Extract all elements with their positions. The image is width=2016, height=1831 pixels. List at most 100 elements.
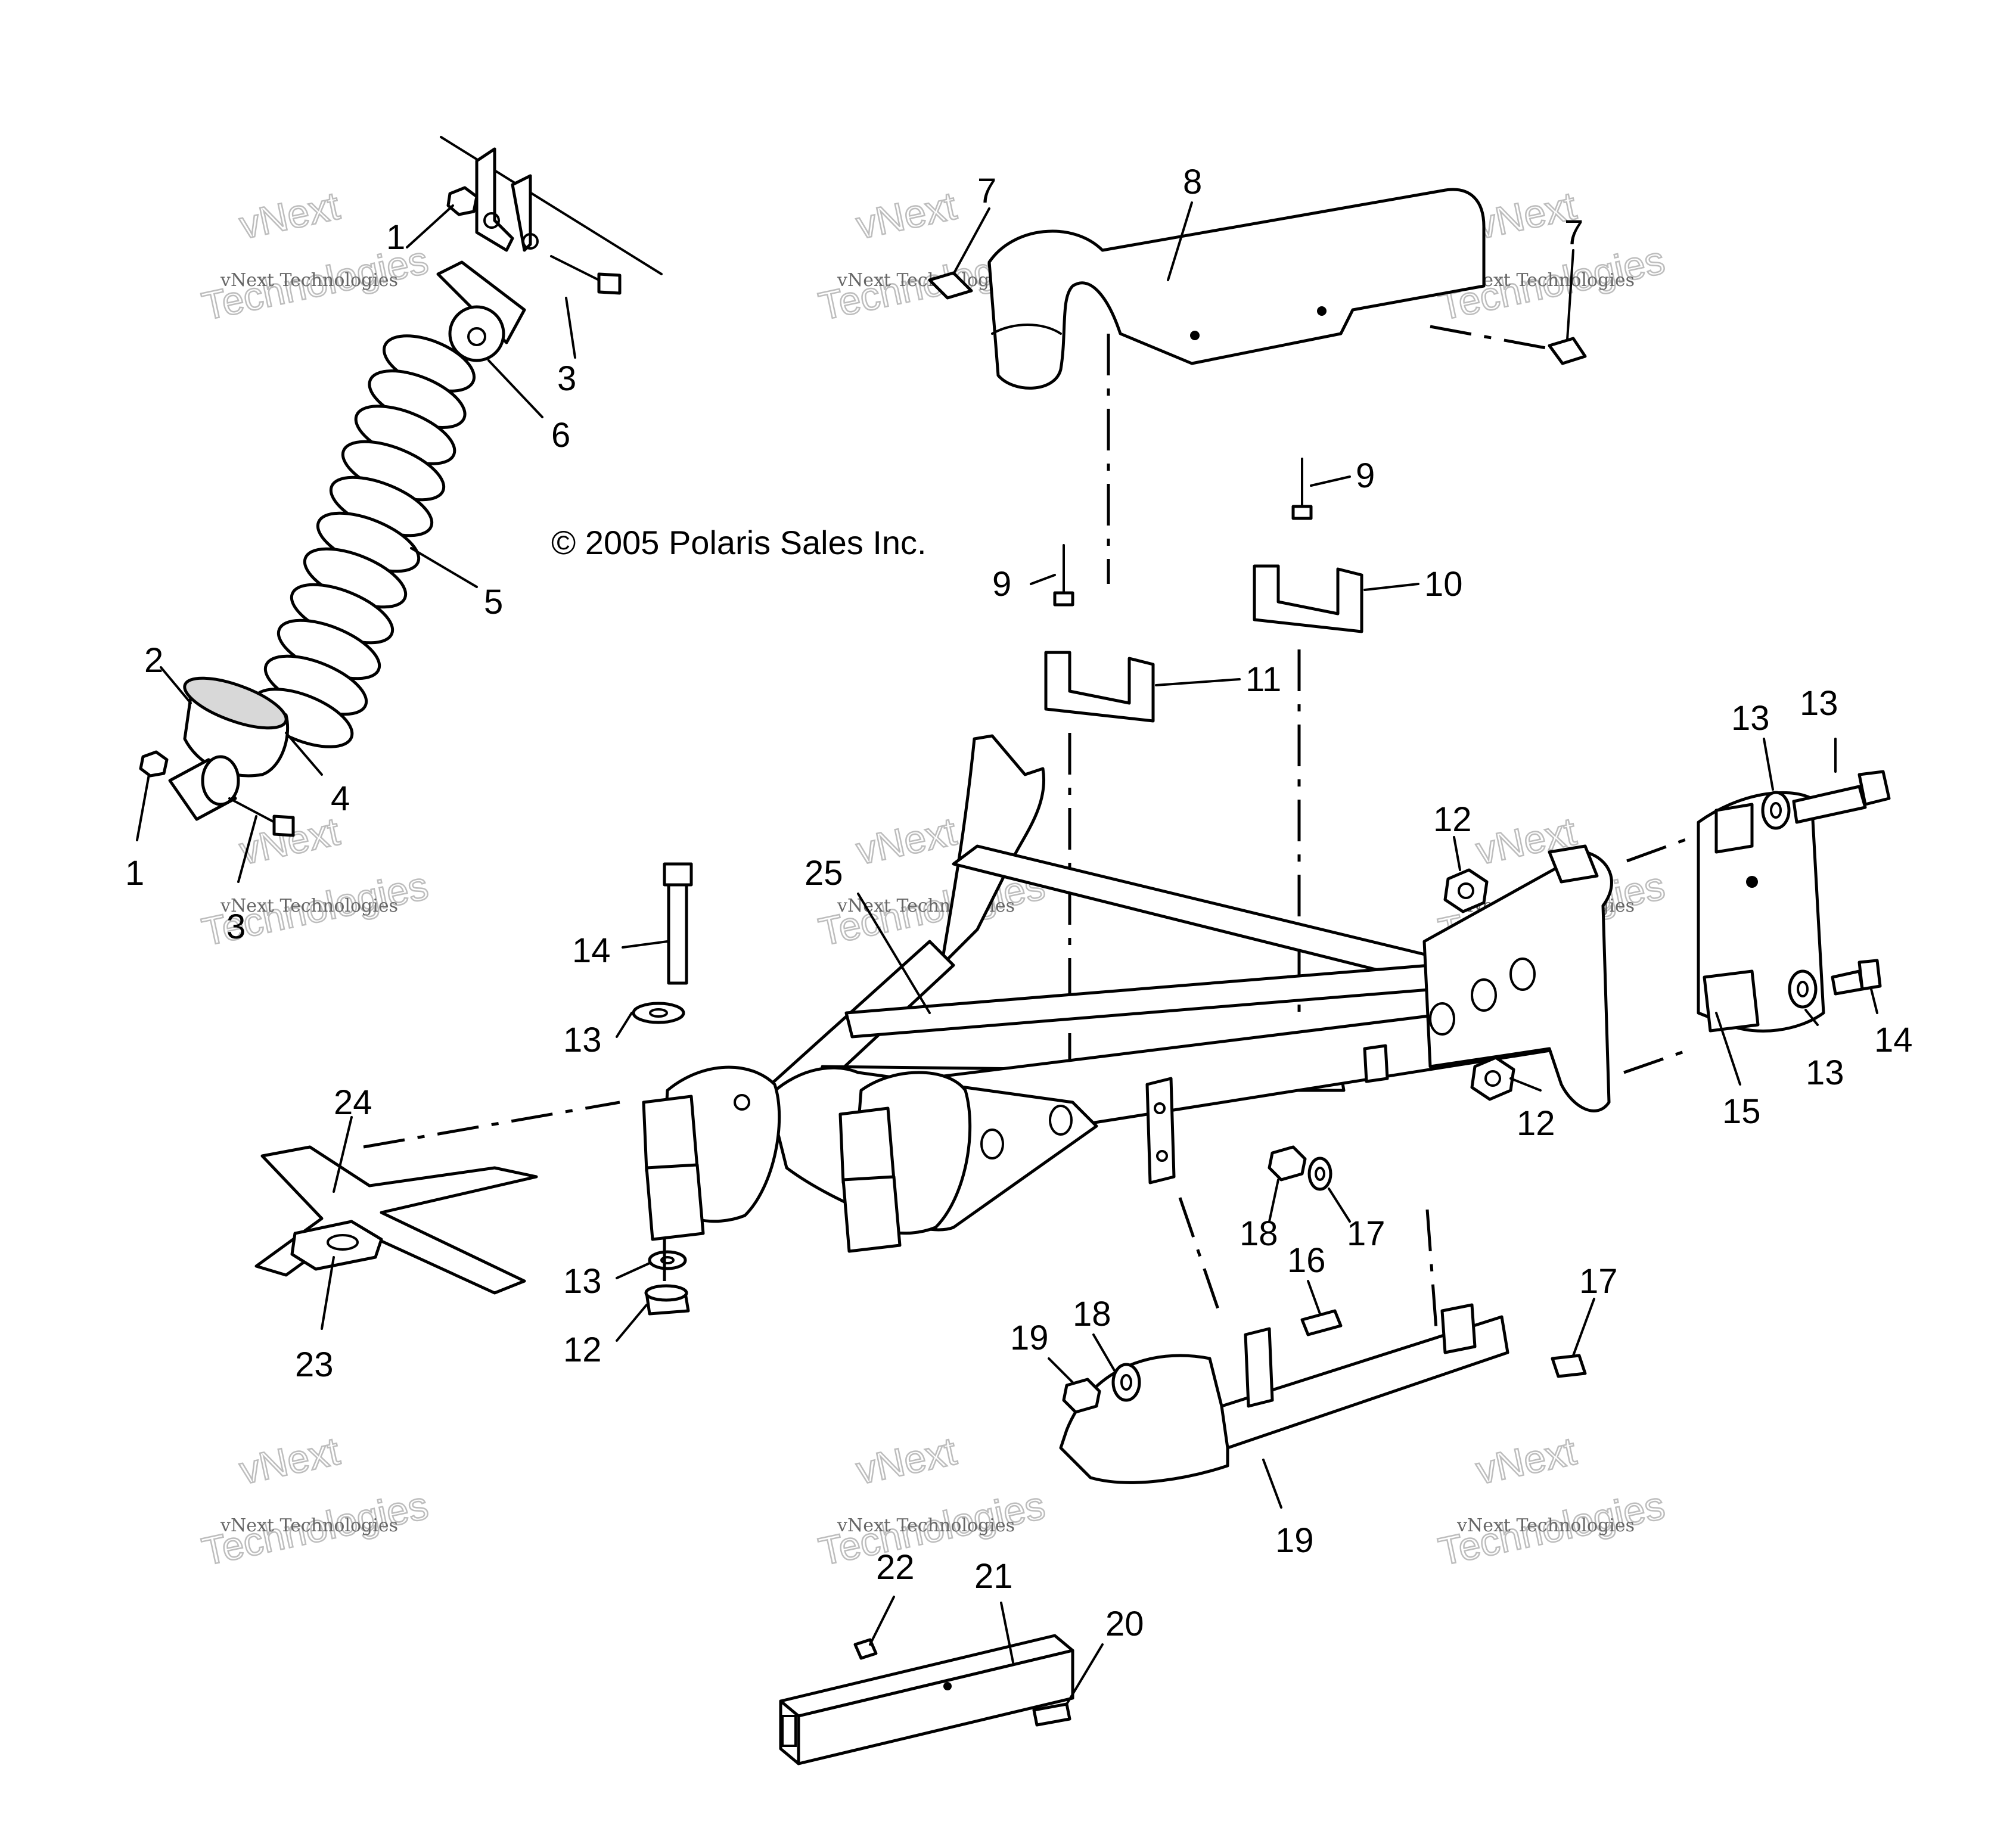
callout-13: 13 (1731, 699, 1770, 738)
gusset-hole (980, 1129, 1004, 1159)
gusset-hole (1429, 1002, 1455, 1036)
nut-23 (853, 1638, 878, 1660)
svg-text:vNext: vNext (236, 1429, 343, 1493)
callout-6: 6 (551, 416, 570, 455)
assembly-line (363, 1101, 620, 1149)
callout-5: 5 (484, 583, 503, 621)
bar-hole (943, 1682, 952, 1690)
bearing-tab-lower (841, 1175, 902, 1253)
gusset-hole (1471, 978, 1497, 1012)
bolt-15-shank (1831, 969, 1864, 996)
svg-text:vNext: vNext (853, 809, 960, 873)
bolt-14-right-shank (1792, 785, 1867, 824)
bolt-15-head (1857, 959, 1882, 991)
callout-3: 3 (226, 907, 246, 946)
callout-14: 14 (572, 931, 611, 970)
bar-side-face (797, 1649, 1074, 1765)
upper-eye-hole (467, 327, 486, 346)
cover-fold (991, 324, 1062, 335)
bracket-11 (1044, 651, 1155, 723)
bearing-tab-lower (645, 1163, 705, 1241)
svg-text:vNext Technologies: vNext Technologies (220, 270, 398, 291)
bracket-hole (522, 233, 539, 250)
bolt-7-right (1548, 337, 1587, 365)
callout-1: 1 (386, 218, 405, 257)
watermark: vNext Technologies vNext Technologies (197, 1428, 433, 1574)
nut-1-upper (446, 186, 479, 216)
callout-8: 8 (1183, 163, 1202, 201)
bolt-14-right-head (1857, 770, 1891, 806)
nut-19-upper (1268, 1145, 1307, 1182)
bolt-3-lower-head (272, 815, 295, 837)
skid-rail (1220, 1315, 1509, 1450)
assembly-line (1430, 325, 1550, 350)
callout-7: 7 (977, 172, 996, 210)
washer-18-lower (1111, 1363, 1141, 1402)
svg-text:vNext: vNext (236, 184, 343, 247)
svg-text:vNext Technologies: vNext Technologies (1456, 1515, 1635, 1536)
callout-26: 25 (804, 854, 843, 893)
svg-text:vNext Technologies: vNext Technologies (1456, 270, 1635, 291)
x-plate-25 (254, 1145, 538, 1295)
callout-19: 19 (1010, 1319, 1049, 1357)
bearing-cap-16 (1697, 791, 1825, 1033)
watermark: vNext Technologies vNext Technologies (1434, 1428, 1669, 1574)
upper-bracket (475, 147, 514, 252)
callout-20: 19 (1275, 1521, 1314, 1560)
screw-9-lower (1053, 544, 1074, 607)
frame-26 (642, 734, 1613, 1253)
lower-bracket-20 (1059, 1145, 1587, 1484)
gusset-hole (1049, 1105, 1073, 1136)
bolt-7-left (928, 271, 973, 300)
callout-22: 21 (974, 1557, 1013, 1596)
watermark: vNext Technologies vNext Technologies (814, 1428, 1049, 1574)
lower-eye-end (201, 755, 240, 806)
callout-19: 18 (1240, 1214, 1278, 1253)
bolt-17-upper (1300, 1309, 1343, 1336)
washer-13-right-top (1761, 791, 1791, 830)
screw-9-upper (1291, 458, 1313, 520)
right-hardware (1443, 770, 1891, 1101)
assembly-line (1425, 1209, 1438, 1329)
bearing-cap-tab-upper (1714, 803, 1754, 854)
svg-text:vNext: vNext (853, 184, 960, 247)
cover-hole (1317, 306, 1327, 316)
washer-13-right-lower (1788, 969, 1818, 1009)
callout-9: 9 (1356, 456, 1375, 495)
washer-18-upper (1307, 1157, 1332, 1191)
callout-10: 10 (1424, 565, 1463, 604)
bearing-cap-tab-lower (1703, 969, 1760, 1033)
callout-3: 3 (557, 359, 576, 398)
nut-12-upper (1443, 868, 1489, 913)
shock-assembly (139, 136, 663, 837)
svg-text:vNext: vNext (1473, 1429, 1580, 1493)
callout-23: 22 (876, 1548, 915, 1587)
callout-12: 12 (563, 1330, 602, 1369)
callout-25: 24 (334, 1083, 372, 1122)
bolt-14-left-shank (667, 883, 688, 985)
callout-9: 9 (992, 565, 1011, 604)
callout-13: 13 (1806, 1053, 1844, 1092)
left-hardware (254, 862, 693, 1316)
bracket-10 (1253, 564, 1363, 633)
svg-text:vNext Technologies: vNext Technologies (220, 1515, 398, 1536)
pad-24 (290, 1220, 383, 1271)
spring-5 (251, 334, 476, 748)
callout-4: 4 (331, 779, 350, 818)
nut-19-lower (1062, 1378, 1101, 1414)
callout-13: 13 (563, 1021, 602, 1059)
cover-body (987, 188, 1486, 390)
washer-13-left-lower (648, 1250, 687, 1270)
copyright-notice: © 2005 Polaris Sales Inc. (551, 524, 927, 561)
upper-bracket-plate (511, 174, 532, 252)
upper-eye (448, 305, 505, 362)
bolt-3-upper-head (597, 272, 622, 295)
bracket-hole (483, 212, 500, 229)
assembly-line (1178, 1197, 1220, 1311)
bolt-3-upper-shank (550, 255, 606, 284)
cover-hole (1190, 331, 1200, 340)
bearing-tab-upper (838, 1106, 896, 1185)
svg-text:vNext Technologies: vNext Technologies (837, 1515, 1015, 1536)
bearing-cap-hole (1746, 876, 1758, 888)
